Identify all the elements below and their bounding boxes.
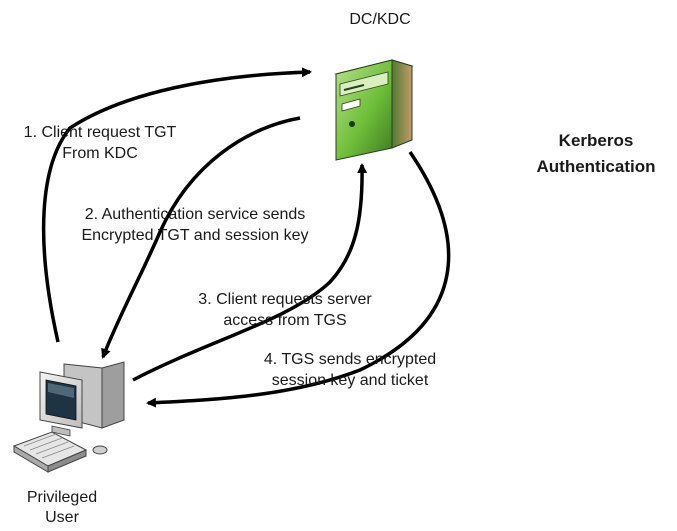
step-3-line2: access from TGS: [223, 312, 347, 329]
arrow-step-4: [146, 151, 451, 408]
step-2-line1: 2. Authentication service sends: [84, 206, 306, 223]
step-3-line1: 3. Client requests server: [198, 291, 372, 308]
arrow-step-3: [132, 163, 368, 382]
step-2-line2: Encrypted TGT and session key: [81, 227, 309, 244]
diagram-title-line2: Authentication: [536, 157, 656, 176]
server-tower-icon: [334, 59, 414, 161]
diagram-title-line1: Kerberos: [558, 131, 634, 150]
server-label: DC/KDC: [349, 11, 411, 28]
step-4-line2: session key and ticket: [271, 372, 429, 389]
step-1-line1: 1. Client request TGT: [23, 124, 177, 141]
step-1-line2: From KDC: [62, 145, 138, 162]
client-label-line2: User: [45, 509, 79, 526]
step-4-line1: 4. TGS sends encrypted: [263, 351, 437, 368]
arrow-step-1: [41, 67, 312, 343]
client-label-line1: Privileged: [26, 489, 98, 506]
desktop-computer-icon: [12, 361, 125, 473]
arrow-step-2: [101, 116, 301, 359]
